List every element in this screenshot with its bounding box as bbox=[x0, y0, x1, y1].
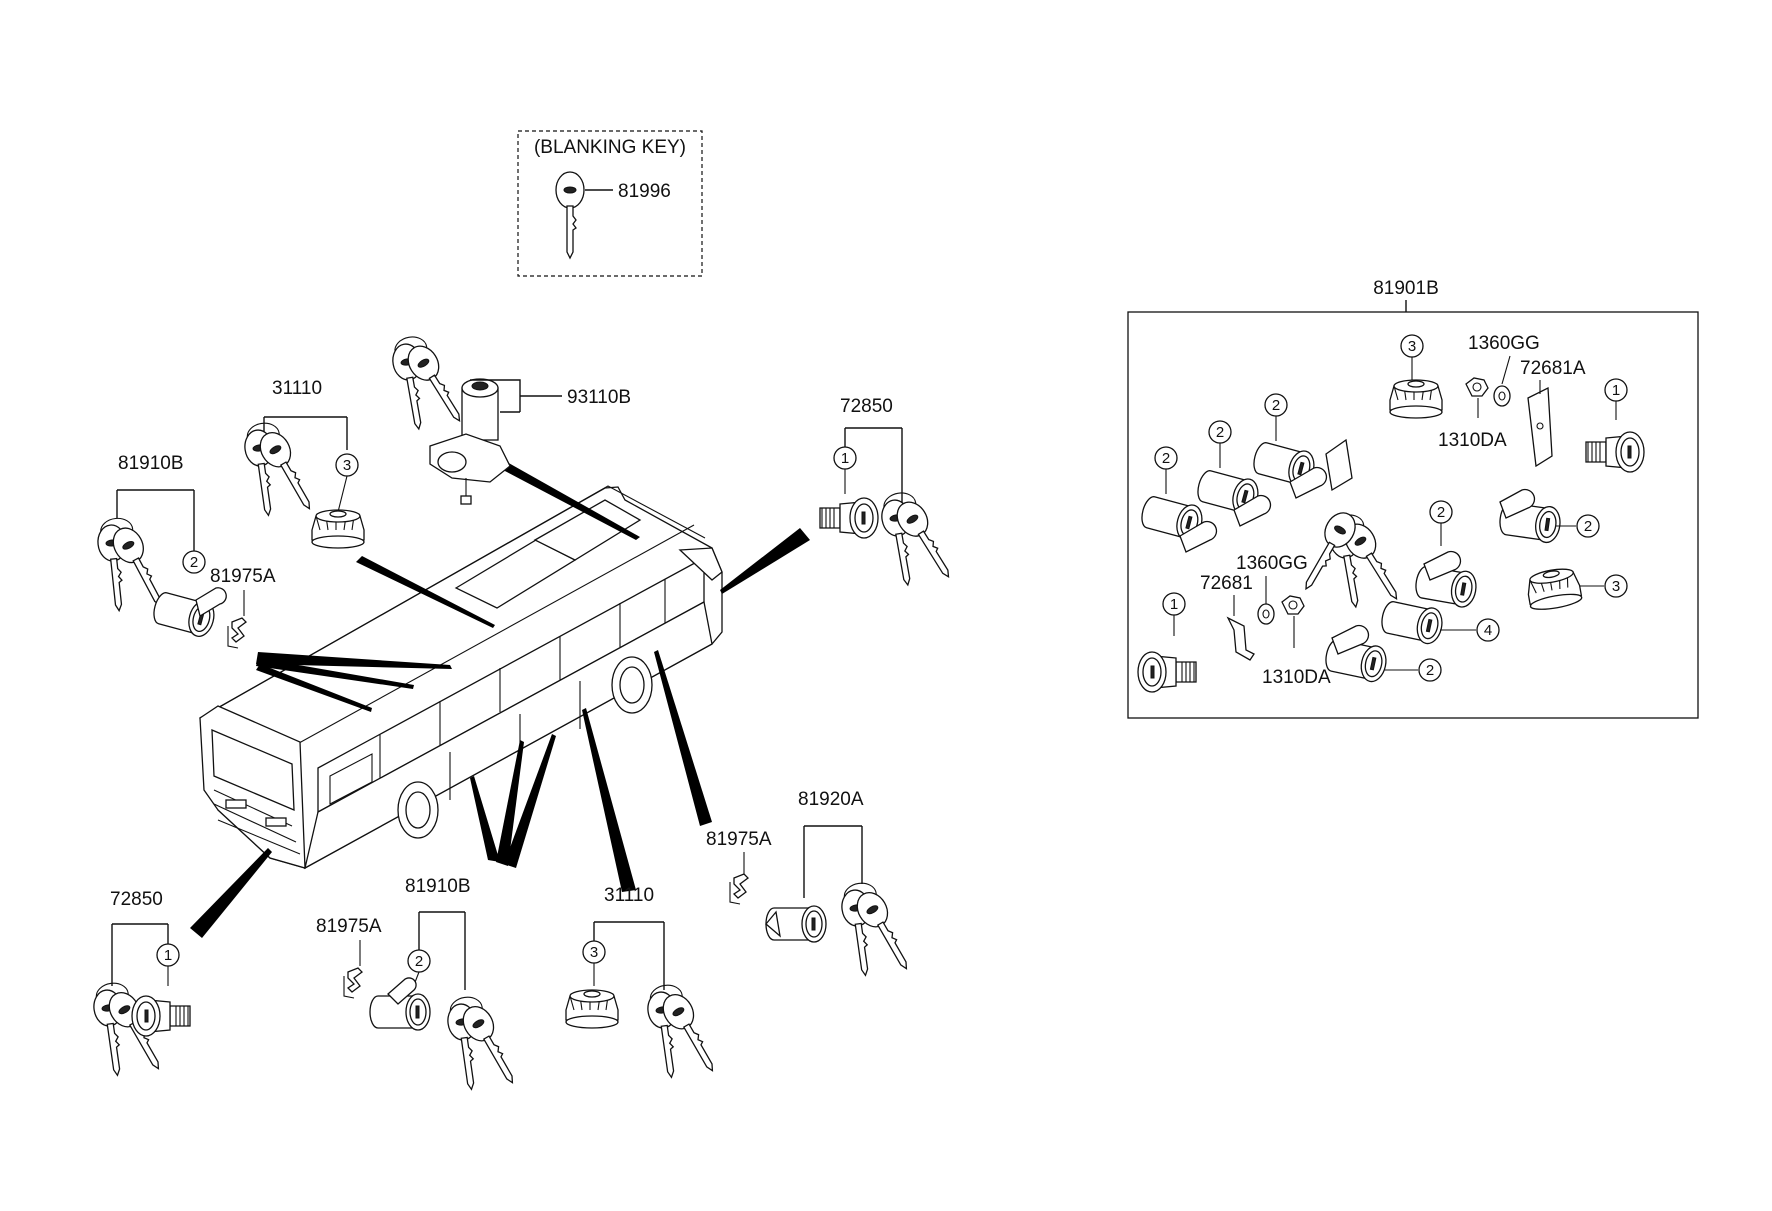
kit-callout-number: 2 bbox=[1426, 662, 1434, 679]
kit-callout-number: 4 bbox=[1484, 622, 1492, 639]
part-group-72850-right: 72850 1 bbox=[819, 396, 962, 592]
key-icon bbox=[645, 979, 726, 1084]
kit-callout-number: 2 bbox=[1272, 397, 1280, 414]
part-group-81920a: 81920A 81975A bbox=[706, 789, 920, 982]
key-icon bbox=[878, 485, 962, 592]
part-group-93110b: 93110B bbox=[389, 329, 631, 505]
kit-threaded-lock-icon bbox=[1137, 651, 1197, 693]
blanking-key-icon bbox=[555, 171, 585, 259]
part-label-81996: 81996 bbox=[618, 181, 671, 202]
part-label-93110b: 93110B bbox=[567, 387, 631, 408]
callout-number: 1 bbox=[841, 450, 849, 467]
bracket-icon bbox=[1226, 616, 1255, 661]
kit-callout-number: 1 bbox=[1612, 382, 1620, 399]
part-label-72850-bottom: 72850 bbox=[110, 889, 163, 910]
part-group-31110-top: 31110 3 bbox=[242, 378, 365, 549]
kit-callout-number: 2 bbox=[1216, 424, 1224, 441]
kit-callout-number: 2 bbox=[1162, 450, 1170, 467]
callout-number: 2 bbox=[415, 953, 423, 970]
washer-icon bbox=[1493, 385, 1511, 407]
kit-callout-circle bbox=[1476, 618, 1500, 642]
kit-callout-number: 1 bbox=[1170, 596, 1178, 613]
kit-label-1310da-mid: 1310DA bbox=[1262, 667, 1331, 688]
plate-icon bbox=[1527, 386, 1553, 468]
part-label-81975a-right: 81975A bbox=[706, 829, 772, 850]
kit-callout-circle bbox=[1576, 514, 1600, 538]
part-label-31110-top: 31110 bbox=[272, 378, 322, 399]
threaded-lock-icon bbox=[819, 497, 879, 539]
fuel-cap-icon bbox=[565, 989, 619, 1029]
clip-icon bbox=[343, 967, 363, 999]
nut-icon bbox=[1281, 595, 1305, 615]
part-group-72850-bottom: 72850 1 bbox=[91, 889, 191, 1082]
part-label-81920a: 81920A bbox=[798, 789, 864, 810]
pointer-wedges bbox=[190, 462, 810, 938]
kit-label-1360gg-mid: 1360GG bbox=[1236, 553, 1308, 574]
clip-icon bbox=[729, 873, 749, 905]
kit-cylinder-lock-icon bbox=[1378, 597, 1446, 647]
key-icon bbox=[242, 417, 323, 522]
part-label-81975a-upper: 81975A bbox=[210, 566, 276, 587]
kit-box: 81901B 3 1360GG 1310DA 72681A 1 2 2 bbox=[1127, 278, 1699, 719]
kit-label-1360gg-top: 1360GG bbox=[1468, 333, 1540, 354]
kit-fuel-cap-icon bbox=[1524, 565, 1584, 613]
fuel-cap-icon bbox=[311, 509, 365, 549]
part-label-31110-bottom: 31110 bbox=[604, 885, 654, 906]
kit-label-72681a: 72681A bbox=[1520, 358, 1586, 379]
part-label-72850-right: 72850 bbox=[840, 396, 893, 417]
part-group-31110-bottom: 31110 3 bbox=[565, 885, 726, 1084]
ignition-lock-icon bbox=[429, 378, 511, 505]
kit-callout-circle bbox=[1604, 574, 1628, 598]
kit-box-title: 81901B bbox=[1373, 278, 1439, 299]
blanking-key-title: (BLANKING KEY) bbox=[534, 137, 686, 158]
kit-fuel-cap-icon bbox=[1389, 379, 1443, 419]
blanking-key-box: (BLANKING KEY) 81996 bbox=[517, 130, 703, 277]
part-label-81910b-upper: 81910B bbox=[118, 453, 184, 474]
clip-icon bbox=[227, 617, 247, 649]
bolt-icon bbox=[1465, 377, 1489, 397]
part-label-81910b-bottom: 81910B bbox=[405, 876, 471, 897]
kit-callout-number: 2 bbox=[1437, 504, 1445, 521]
callout-number: 2 bbox=[190, 554, 198, 571]
callout-number: 1 bbox=[164, 947, 172, 964]
part-group-81910b-upper: 81910B 2 81975A bbox=[96, 453, 276, 649]
washer-icon bbox=[1257, 603, 1275, 625]
key-icon bbox=[389, 329, 473, 436]
key-tag-icon bbox=[1325, 438, 1353, 492]
kit-callout-number: 3 bbox=[1612, 578, 1620, 595]
callout-number: 3 bbox=[343, 457, 351, 474]
callout-circle bbox=[182, 550, 206, 574]
kit-threaded-lock-icon bbox=[1585, 431, 1645, 473]
kit-callout-circle bbox=[1418, 658, 1442, 682]
kit-label-72681: 72681 bbox=[1200, 573, 1253, 594]
kit-callout-number: 2 bbox=[1584, 518, 1592, 535]
callout-number: 3 bbox=[590, 944, 598, 961]
bus-illustration bbox=[199, 485, 723, 870]
key-icon bbox=[839, 877, 920, 982]
part-label-81975a-bottom: 81975A bbox=[316, 916, 382, 937]
key-icon bbox=[445, 991, 526, 1096]
kit-label-1310da-top: 1310DA bbox=[1438, 430, 1507, 451]
kit-callout-number: 3 bbox=[1408, 338, 1416, 355]
part-group-81910b-bottom: 81910B 2 81975A bbox=[316, 876, 526, 1096]
threaded-lock-icon bbox=[131, 995, 191, 1037]
